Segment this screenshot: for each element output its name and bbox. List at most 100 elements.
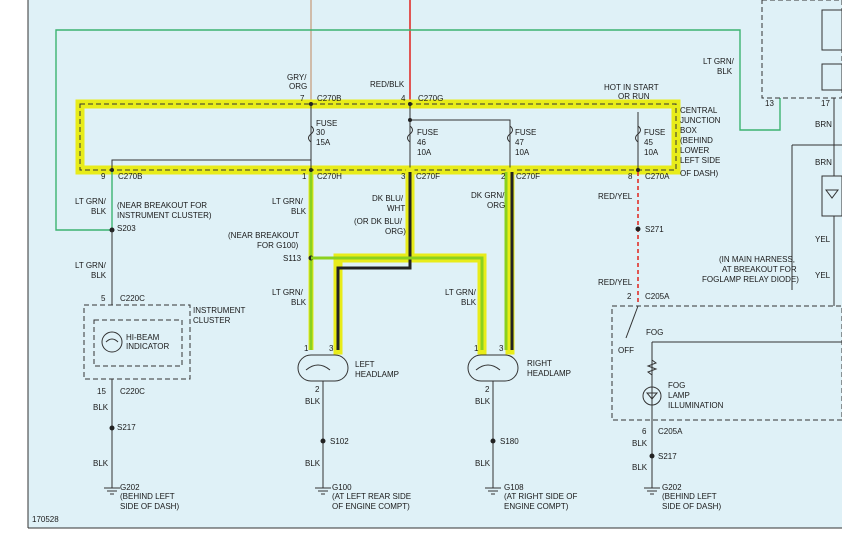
- diagram-background: [28, 0, 842, 528]
- ml-headlamp-2: HEADLAMP: [355, 370, 399, 379]
- ml-near-1: (NEAR BREAKOUT: [228, 231, 299, 240]
- label-gry-org: GRY/: [287, 73, 307, 82]
- central-junction-box: [79, 103, 677, 171]
- cjb-label-2: JUNCTION: [680, 116, 721, 125]
- ml-headlamp-1: LEFT: [355, 360, 375, 369]
- mr-headlamp-2: HEADLAMP: [527, 369, 571, 378]
- left-cluster-2: CLUSTER: [193, 316, 231, 325]
- fuse-47-amp: 10A: [515, 148, 530, 157]
- hi-beam-filament-icon: [105, 338, 119, 343]
- label-pin7: 7: [300, 94, 305, 103]
- ground-g202-right-icon: [644, 487, 660, 495]
- mr-pin1: 1: [474, 344, 479, 353]
- r-c205a-2: C205A: [658, 427, 683, 436]
- pin-c270b-9: [110, 168, 114, 172]
- left-headlamp-filament-icon: [305, 364, 331, 371]
- r-fogl-2: LAMP: [668, 391, 690, 400]
- conn-c270h: C270H: [317, 172, 342, 181]
- r-c205a: C205A: [645, 292, 670, 301]
- left-cluster-1: INSTRUMENT: [193, 306, 246, 315]
- ml-dkblu-2: WHT: [387, 204, 405, 213]
- fuse-45-amp: 10A: [644, 148, 659, 157]
- mr-pin3: 3: [499, 344, 504, 353]
- left-g202: G202: [120, 483, 140, 492]
- pin-c270h-1: [309, 168, 313, 172]
- fog-switch-arm: [625, 305, 639, 339]
- conn-pin-8: 8: [628, 172, 633, 181]
- label-c270b-top: C270B: [317, 94, 341, 103]
- mr-s180: S180: [500, 437, 519, 446]
- left-blk-1: BLK: [93, 403, 109, 412]
- mr-blk-2: BLK: [475, 459, 491, 468]
- ml-dkblu-4: ORG): [385, 227, 406, 236]
- wire-lt-grn-blk-loop: [55, 29, 781, 231]
- ml-g100-b: OF ENGINE COMPT): [332, 502, 410, 511]
- r-yel-2: YEL: [815, 271, 831, 280]
- label-c270g: C270G: [418, 94, 443, 103]
- cjb-label-6: LEFT SIDE: [680, 156, 720, 165]
- ml-near-2: FOR G100): [257, 241, 299, 250]
- fog-switch-box: [611, 305, 842, 421]
- conn-pin-1: 1: [302, 172, 307, 181]
- fuse-30-num: 30: [316, 128, 325, 137]
- mr-g108-b: ENGINE COMPT): [504, 502, 569, 511]
- label-gry-org-2: ORG: [289, 82, 307, 91]
- conn-pin-2: 2: [501, 172, 506, 181]
- left-wire-1b: BLK: [91, 207, 107, 216]
- splice-s271: [635, 226, 641, 232]
- splice-s217-left: [109, 425, 115, 431]
- r-redyel-1: RED/YEL: [598, 192, 633, 201]
- wire-lt-grn-s113-right: [311, 256, 484, 350]
- r-harness-3: FOGLAMP RELAY DIODE): [702, 275, 799, 284]
- left-breakout-1: (NEAR BREAKOUT FOR: [117, 201, 207, 210]
- diode-mid-partial: [821, 63, 842, 91]
- r-harness-2: AT BREAKOUT FOR: [722, 265, 797, 274]
- mr-headlamp-1: RIGHT: [527, 359, 552, 368]
- ml-blk-1: BLK: [305, 397, 321, 406]
- ml-pin3: 3: [329, 344, 334, 353]
- fog-lamp-illumination-icon: [642, 386, 662, 406]
- fuse-46-symbol: [407, 125, 413, 143]
- ml-blk-2: BLK: [305, 459, 321, 468]
- r-fogl-1: FOG: [668, 381, 685, 390]
- cjb-label-7: OF DASH): [680, 169, 719, 178]
- label-pin4: 4: [401, 94, 406, 103]
- instrument-cluster-box: [83, 304, 191, 380]
- right-headlamp-filament-icon: [475, 364, 501, 371]
- left-wire-2a: LT GRN/: [75, 261, 107, 270]
- left-pin15: 15: [97, 387, 106, 396]
- label-pin17: 17: [821, 99, 830, 108]
- pin-c270b-7: [309, 102, 313, 106]
- left-pin5: 5: [101, 294, 106, 303]
- fog-resistor-icon: [646, 359, 658, 376]
- r-g202: G202: [662, 483, 682, 492]
- figure-id: 170528: [32, 515, 59, 524]
- r-s217: S217: [658, 452, 677, 461]
- fuse-45-symbol: [635, 125, 641, 143]
- fuse-46-label: FUSE: [417, 128, 438, 137]
- r-yel-1: YEL: [815, 235, 831, 244]
- left-hibeam-1: HI-BEAM: [126, 333, 160, 342]
- r-off: OFF: [618, 346, 634, 355]
- left-breakout-2: INSTRUMENT CLUSTER): [117, 211, 212, 220]
- r-redyel-2: RED/YEL: [598, 278, 633, 287]
- r-pin6: 6: [642, 427, 647, 436]
- r-blk-2: BLK: [632, 463, 648, 472]
- conn-c270b-bottom: C270B: [118, 172, 142, 181]
- label-red-blk: RED/BLK: [370, 80, 405, 89]
- ml-s102: S102: [330, 437, 349, 446]
- r-fog: FOG: [646, 328, 663, 337]
- label-pin13: 13: [765, 99, 774, 108]
- wire-dkblu-wht: [336, 172, 412, 350]
- splice-fuse46: [408, 118, 412, 122]
- conn-pin-9: 9: [101, 172, 106, 181]
- ml-dkblu-3: (OR DK BLU/: [354, 217, 403, 226]
- cjb-label-4: (BEHIND: [680, 136, 713, 145]
- fuse-30-label: FUSE: [316, 119, 337, 128]
- ml-s113: S113: [283, 254, 302, 263]
- mr-dkgrn-1: DK GRN/: [471, 191, 505, 200]
- ground-g108-icon: [485, 487, 501, 495]
- ml-wire-2b: BLK: [291, 298, 307, 307]
- r-brn-2: BRN: [815, 158, 832, 167]
